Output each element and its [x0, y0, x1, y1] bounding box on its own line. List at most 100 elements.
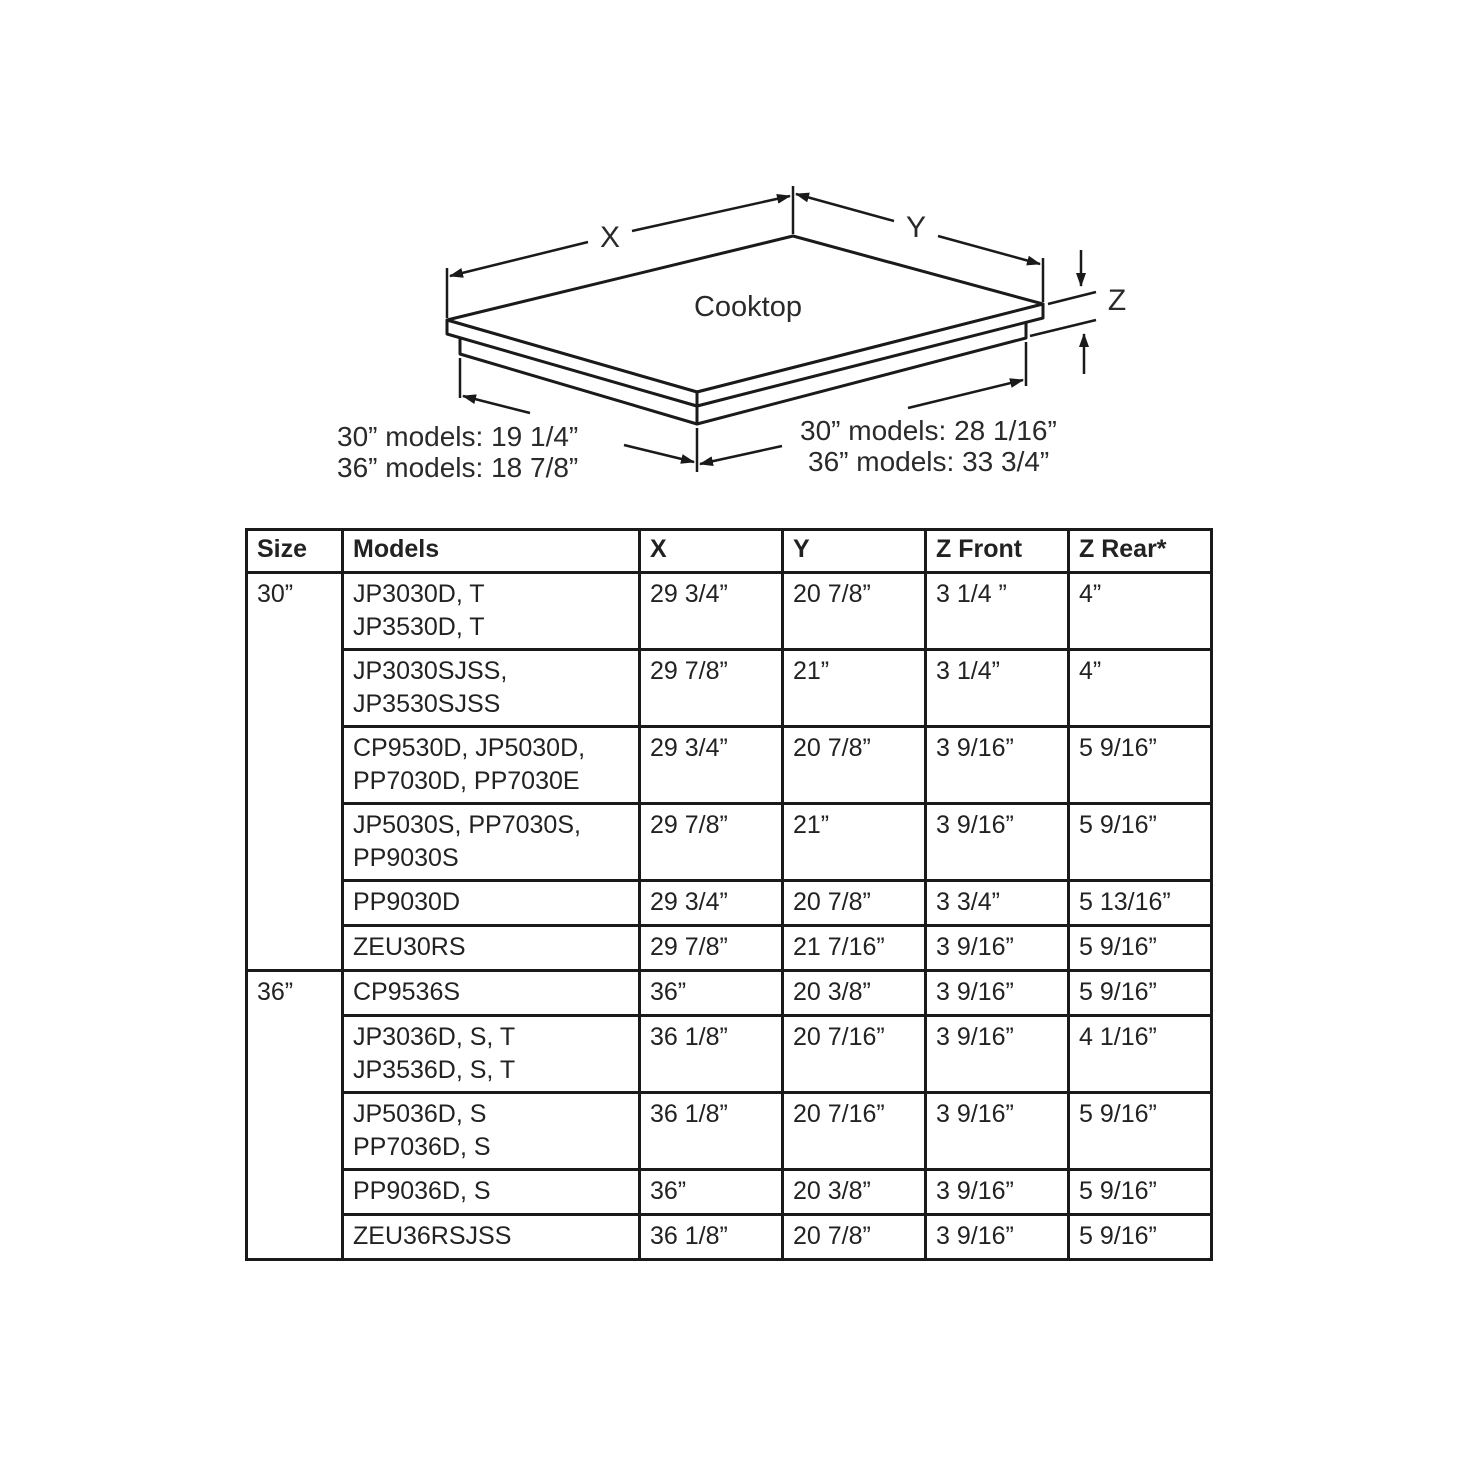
- x-cell: 36”: [638, 1168, 784, 1216]
- models-cell: ZEU36RSJSS: [341, 1213, 641, 1261]
- z-dimension-label: Z: [1108, 284, 1126, 317]
- models-cell: PP9030D: [341, 879, 641, 927]
- model-name: ZEU36RSJSS: [353, 1222, 512, 1250]
- header-models: Models: [341, 528, 641, 574]
- model-name: PP9030D: [353, 888, 461, 916]
- y-cell: 21”: [781, 802, 927, 882]
- z-rear-cell: 5 9/16”: [1067, 1213, 1213, 1261]
- left-dimension-line1: 30” models: 19 1/4”: [337, 421, 578, 452]
- model-name: PP7030D, PP7030E: [353, 767, 580, 795]
- z-rear-cell: 5 9/16”: [1067, 1168, 1213, 1216]
- model-name: CP9536S: [353, 978, 461, 1006]
- x-cell: 36 1/8”: [638, 1014, 784, 1094]
- x-cell: 29 7/8”: [638, 648, 784, 728]
- models-cell: JP3036D, S, T JP3536D, S, T: [341, 1014, 641, 1094]
- z-dimension: [1029, 250, 1097, 374]
- y-cell: 20 3/8”: [781, 969, 927, 1017]
- x-cell: 29 3/4”: [638, 879, 784, 927]
- cutout-dimensions-table: Size Models X Y Z Front Z Rear* 30”JP303…: [245, 528, 1213, 1261]
- model-name: JP3536D, S, T: [353, 1056, 516, 1084]
- y-dimension-label: Y: [906, 211, 926, 244]
- table-header: Size Models X Y Z Front Z Rear*: [245, 528, 1213, 574]
- model-name: PP9030S: [353, 844, 459, 872]
- model-name: JP3036D, S, T: [353, 1023, 516, 1051]
- left-cutout-dimension: [458, 358, 699, 472]
- models-cell: JP3030SJSS, JP3530SJSS: [341, 648, 641, 728]
- model-name: JP5036D, S: [353, 1100, 487, 1128]
- cooktop-label: Cooktop: [694, 291, 802, 323]
- z-front-cell: 3 9/16”: [924, 1168, 1070, 1216]
- size-cell: 30”: [245, 571, 344, 972]
- z-front-cell: 3 9/16”: [924, 725, 1070, 805]
- left-dimension-line2: 36” models: 18 7/8”: [337, 452, 578, 483]
- y-dimension: [795, 192, 1045, 302]
- x-cell: 29 7/8”: [638, 924, 784, 972]
- table-row: ZEU36RSJSS 36 1/8”20 7/8”3 9/16”5 9/16”: [247, 1213, 1213, 1261]
- y-cell: 20 7/8”: [781, 571, 927, 651]
- model-name: JP5030S, PP7030S,: [353, 811, 581, 839]
- header-z-front: Z Front: [924, 528, 1070, 574]
- y-cell: 20 7/16”: [781, 1014, 927, 1094]
- model-name: CP9530D, JP5030D,: [353, 734, 586, 762]
- models-cell: ZEU30RS: [341, 924, 641, 972]
- z-front-cell: 3 9/16”: [924, 924, 1070, 972]
- cooktop-top: [445, 234, 1045, 408]
- table-row: JP3036D, S, T JP3536D, S, T 36 1/8”20 7/16…: [247, 1014, 1213, 1094]
- header-y: Y: [781, 528, 927, 574]
- z-front-cell: 3 9/16”: [924, 1014, 1070, 1094]
- header-row: Size Models X Y Z Front Z Rear*: [245, 528, 1213, 574]
- x-cell: 36 1/8”: [638, 1213, 784, 1261]
- y-cell: 20 7/8”: [781, 879, 927, 927]
- y-cell: 20 7/16”: [781, 1091, 927, 1171]
- y-cell: 20 7/8”: [781, 1213, 927, 1261]
- models-cell: PP9036D, S: [341, 1168, 641, 1216]
- right-dimension-line1: 30” models: 28 1/16”: [800, 415, 1057, 446]
- x-cell: 29 3/4”: [638, 571, 784, 651]
- x-cell: 29 3/4”: [638, 725, 784, 805]
- right-cutout-dimension: [699, 342, 1028, 467]
- x-dimension: [445, 186, 795, 318]
- cooktop-dimension-diagram: X Y Z Cooktop 30” models: 19 1/4” 36” mo…: [337, 186, 1126, 483]
- size-cell: 36”: [245, 969, 344, 1261]
- z-front-cell: 3 1/4”: [924, 648, 1070, 728]
- z-rear-cell: 4”: [1067, 571, 1213, 651]
- model-name: JP3030SJSS,: [353, 657, 508, 685]
- z-rear-cell: 4 1/16”: [1067, 1014, 1213, 1094]
- models-cell: CP9530D, JP5030D, PP7030D, PP7030E: [341, 725, 641, 805]
- z-rear-cell: 5 9/16”: [1067, 969, 1213, 1017]
- z-rear-cell: 5 9/16”: [1067, 924, 1213, 972]
- model-name: JP3530D, T: [353, 613, 485, 641]
- x-cell: 36 1/8”: [638, 1091, 784, 1171]
- x-dimension-label: X: [600, 221, 620, 254]
- z-rear-cell: 5 9/16”: [1067, 1091, 1213, 1171]
- z-rear-cell: 5 9/16”: [1067, 802, 1213, 882]
- model-name: JP3530SJSS: [353, 690, 501, 718]
- models-cell: JP3030D, T JP3530D, T: [341, 571, 641, 651]
- model-name: JP3030D, T: [353, 580, 485, 608]
- z-front-cell: 3 3/4”: [924, 879, 1070, 927]
- header-x: X: [638, 528, 784, 574]
- z-rear-cell: 5 9/16”: [1067, 725, 1213, 805]
- table-row: CP9530D, JP5030D, PP7030D, PP7030E 29 3/4”…: [247, 725, 1213, 805]
- z-rear-cell: 5 13/16”: [1067, 879, 1213, 927]
- z-front-cell: 3 1/4 ”: [924, 571, 1070, 651]
- z-front-cell: 3 9/16”: [924, 1213, 1070, 1261]
- x-cell: 36”: [638, 969, 784, 1017]
- x-cell: 29 7/8”: [638, 802, 784, 882]
- z-front-cell: 3 9/16”: [924, 969, 1070, 1017]
- z-rear-cell: 4”: [1067, 648, 1213, 728]
- z-front-cell: 3 9/16”: [924, 802, 1070, 882]
- model-name: ZEU30RS: [353, 933, 466, 961]
- table-row: PP9030D 29 3/4”20 7/8”3 3/4”5 13/16”: [247, 879, 1213, 927]
- header-z-rear: Z Rear*: [1067, 528, 1213, 574]
- y-cell: 20 7/8”: [781, 725, 927, 805]
- models-cell: JP5030S, PP7030S, PP9030S: [341, 802, 641, 882]
